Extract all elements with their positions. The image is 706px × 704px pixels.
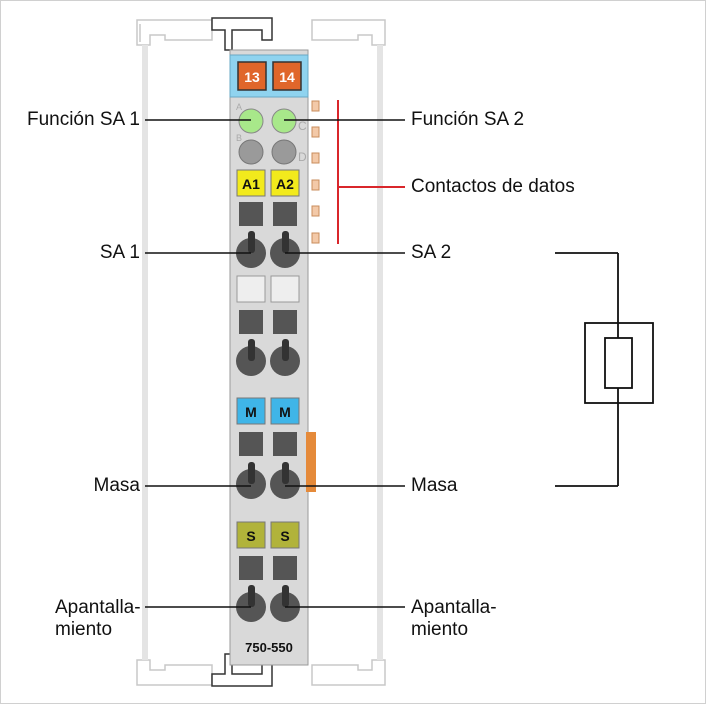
marker-m-1-text: M: [245, 404, 257, 420]
data-contacts: [311, 100, 320, 244]
label-sa1: SA 1: [99, 242, 140, 263]
release-slot: [239, 202, 263, 226]
label-apantallamiento-right-line2: miento: [411, 619, 469, 640]
terminal-13-box: [237, 61, 267, 91]
label-funcion-sa1: Función SA 1: [26, 109, 140, 130]
bottom-clip: [211, 653, 273, 687]
model-number: 750-550: [245, 640, 293, 655]
release-slot: [239, 556, 263, 580]
terminal-13-text: 13: [244, 69, 260, 85]
label-funcion-sa2: Función SA 2: [411, 109, 525, 130]
clamp-row-3: [236, 462, 300, 499]
marker-s-1-text: S: [246, 528, 255, 544]
power-jumper-contact: [306, 432, 316, 492]
label-sa2: SA 2: [411, 242, 452, 263]
blank-marker: [236, 275, 266, 303]
marker-m-2: [270, 397, 300, 425]
led-grey-2: [271, 139, 297, 165]
label-masa-left: Masa: [93, 475, 140, 496]
led-letter-b: B: [236, 133, 242, 143]
led-letter-d: D: [298, 150, 307, 164]
label-masa-right: Masa: [411, 475, 458, 496]
marker-a1-text: A1: [242, 176, 260, 192]
terminal-14-text: 14: [279, 69, 295, 85]
marker-s-2-text: S: [280, 528, 289, 544]
label-apantallamiento-left-line2: miento: [55, 619, 113, 640]
terminal-14-box: [272, 61, 302, 91]
led-green-1: [238, 108, 264, 134]
leader-lines: [145, 119, 405, 608]
rail-outline: [136, 19, 386, 686]
label-apantallamiento-right: Apantalla- miento: [411, 597, 511, 641]
release-slot: [273, 432, 297, 456]
release-slot: [239, 310, 263, 334]
release-slot: [273, 556, 297, 580]
release-slot: [273, 310, 297, 334]
label-apantallamiento-left: Apantalla- miento: [55, 597, 145, 641]
release-slot: [239, 432, 263, 456]
marker-s-1: [236, 521, 266, 549]
clamp-row-2: [236, 339, 300, 376]
data-contacts-bracket: [337, 100, 405, 244]
led-green-2: [271, 108, 297, 134]
release-slot: [273, 202, 297, 226]
top-clip: [211, 17, 273, 51]
marker-m-2-text: M: [279, 404, 291, 420]
marker-a2: [270, 169, 300, 197]
led-letter-c: C: [298, 119, 307, 133]
resistor-circuit: [555, 252, 654, 487]
led-letter-a: A: [236, 102, 242, 112]
marker-s-2: [270, 521, 300, 549]
marker-m-1: [236, 397, 266, 425]
marker-a2-text: A2: [276, 176, 294, 192]
label-apantallamiento-right-line1: Apantalla-: [411, 597, 497, 618]
marker-a1: [236, 169, 266, 197]
blank-marker: [270, 275, 300, 303]
label-apantallamiento-left-line1: Apantalla-: [55, 597, 141, 618]
label-contactos-datos: Contactos de datos: [411, 176, 575, 197]
led-grey-1: [238, 139, 264, 165]
